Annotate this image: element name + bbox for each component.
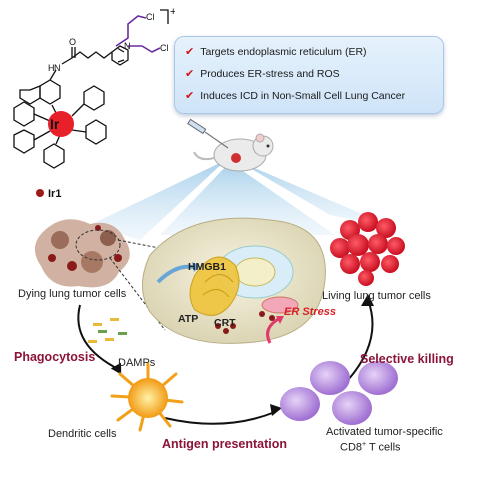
crt-label: CRT	[214, 317, 236, 329]
t-cell-icon	[280, 361, 398, 425]
syringe-icon	[187, 118, 229, 149]
charge-label: +	[170, 6, 175, 18]
feature-box: ✔Targets endoplasmic reticulum (ER) ✔Pro…	[174, 36, 444, 114]
antigen-presentation-label: Antigen presentation	[162, 437, 288, 451]
feature-item: ✔Induces ICD in Non-Small Cell Lung Canc…	[185, 90, 406, 102]
tumor-cell-icon	[34, 219, 130, 288]
cl-atom-top: Cl	[146, 12, 155, 22]
atp-label: ATP	[178, 313, 198, 325]
tumor-cell-icon	[330, 212, 405, 286]
feature-item: ✔Produces ER-stress and ROS	[185, 68, 340, 80]
hmgb1-label: HMGB1	[188, 261, 226, 273]
cell-icon	[142, 217, 326, 344]
h-atom: H	[48, 63, 55, 73]
ir1-structure: Ir N H O Cl Cl N + Ir1	[13, 6, 175, 200]
n-atom: N	[54, 63, 61, 73]
er-stress-label: ER Stress	[284, 306, 336, 318]
phagocytosis-label: Phagocytosis	[14, 350, 96, 364]
check-icon: ✔	[185, 90, 195, 102]
o-atom: O	[69, 37, 76, 47]
feature-item: ✔Targets endoplasmic reticulum (ER)	[185, 46, 367, 58]
ir-atom: Ir	[50, 116, 60, 132]
damps-icon	[88, 318, 127, 343]
compound-label: Ir1	[48, 188, 61, 200]
mouse-icon	[193, 133, 274, 172]
check-icon: ✔	[185, 46, 195, 58]
activated-tcells-label-line1: Activated tumor-specific	[326, 426, 443, 438]
cl-atom-right: Cl	[160, 43, 169, 53]
living-cells-label: Living lung tumor cells	[322, 290, 431, 302]
n-atom-amine: N	[124, 41, 131, 51]
dendritic-cells-label: Dendritic cells	[48, 428, 117, 440]
check-icon: ✔	[185, 68, 195, 80]
damps-label: DAMPs	[118, 357, 156, 369]
dendritic-cell-icon	[110, 362, 184, 432]
selective-killing-label: Selective killing	[360, 352, 454, 366]
dying-cells-label: Dying lung tumor cells	[18, 288, 127, 300]
activated-tcells-label-line2: CD8+ T cells	[340, 441, 401, 454]
